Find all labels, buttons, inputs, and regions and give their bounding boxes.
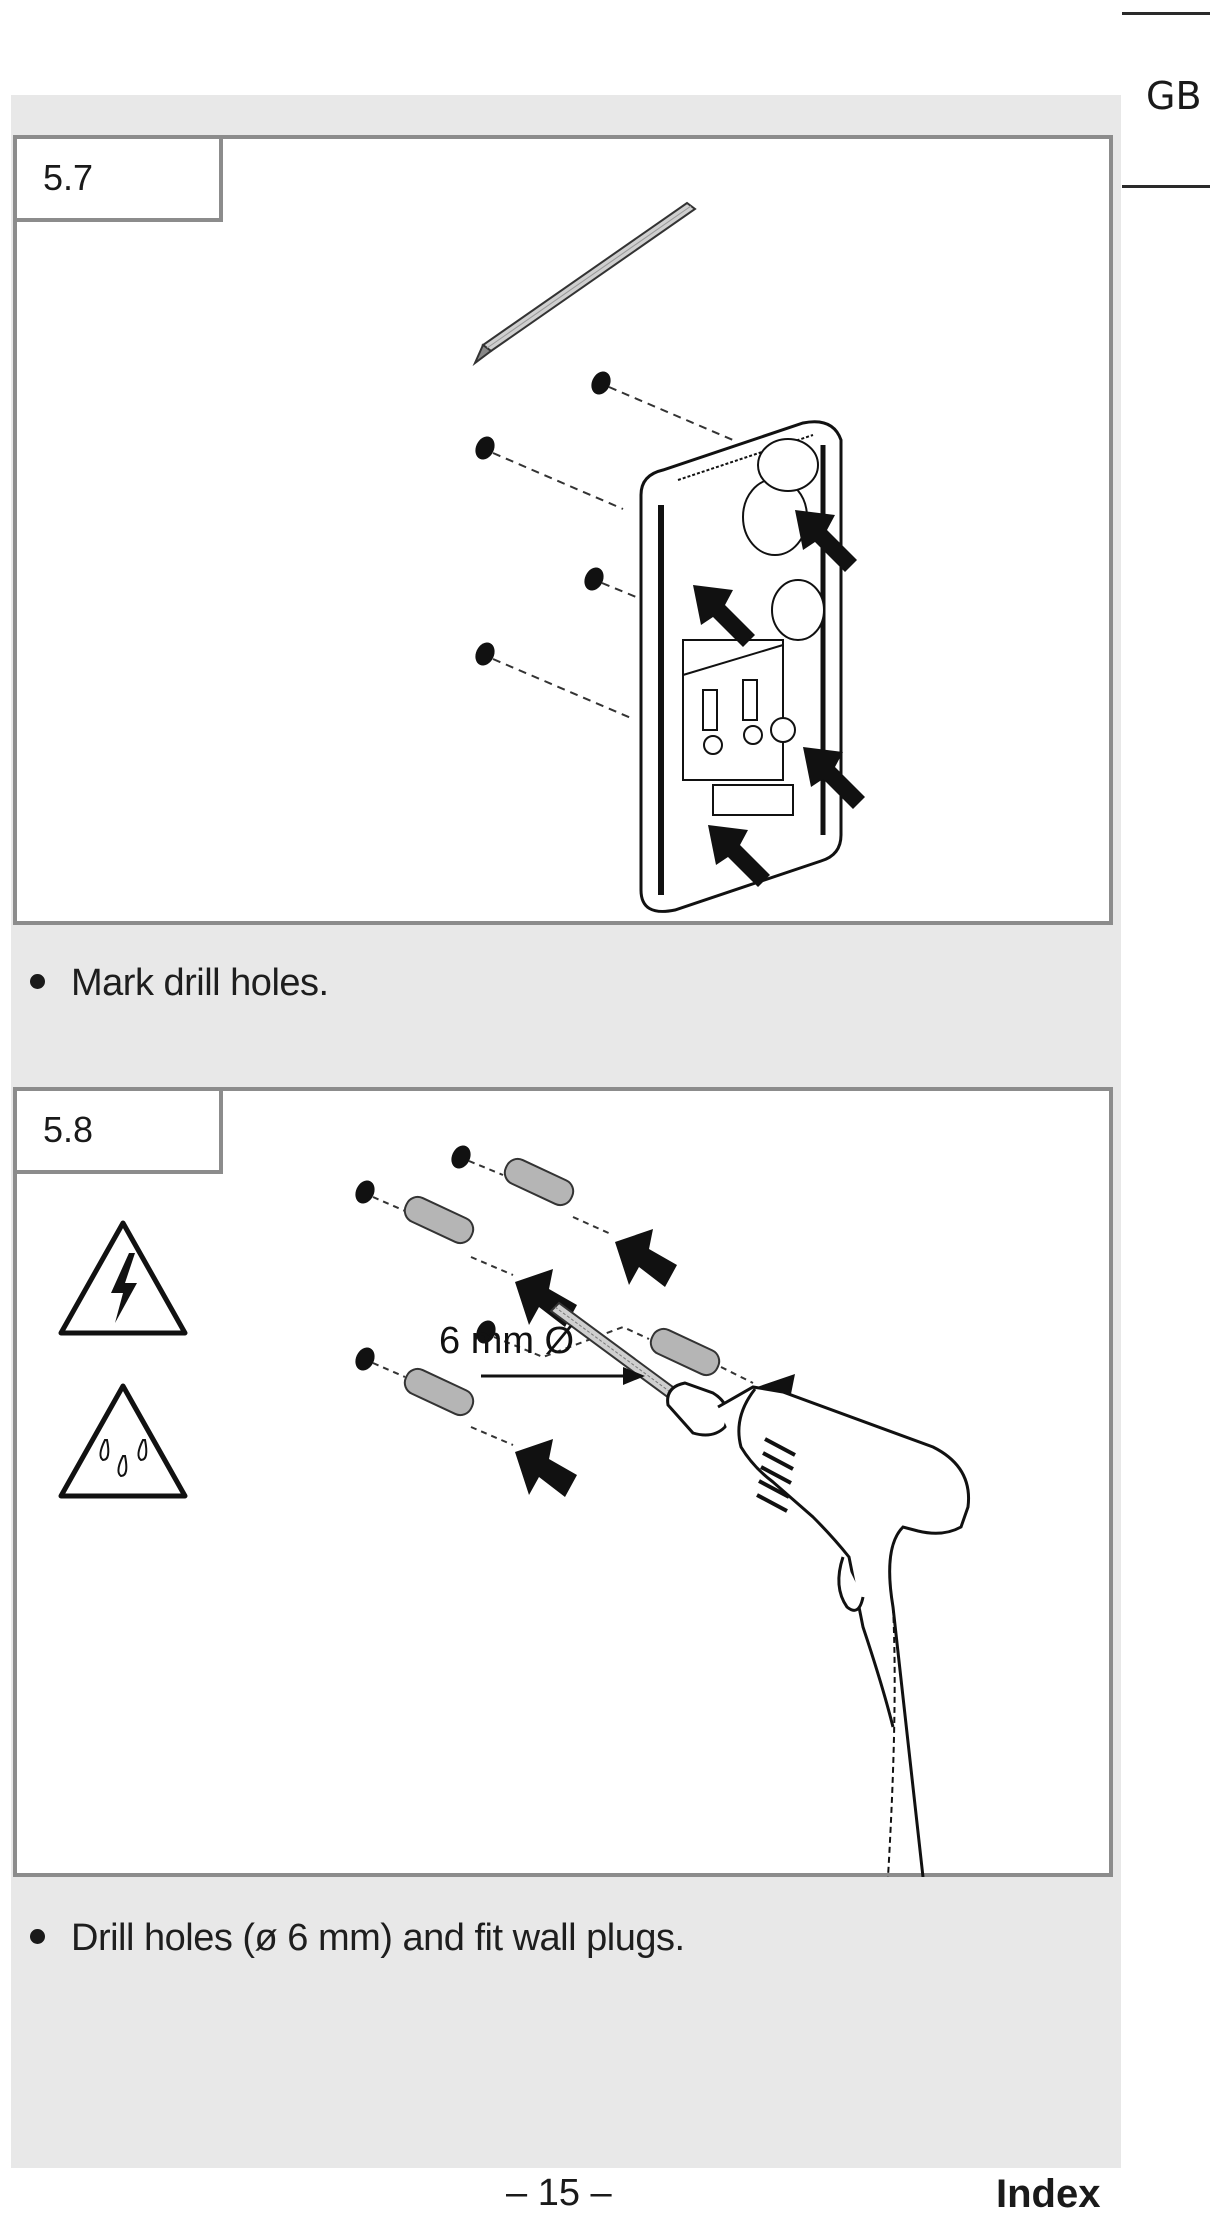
mounting-base — [639, 420, 843, 913]
step-5-8-figure: 5.8 — [13, 1087, 1113, 1877]
step-number: 5.7 — [43, 157, 94, 198]
pencil-icon — [472, 201, 697, 367]
electrical-hazard-icon — [58, 1220, 188, 1336]
dimension-label: 6 mm Ø — [439, 1320, 574, 1362]
drill-vents — [756, 1437, 796, 1513]
drill-illustration: 6 mm Ø — [355, 1145, 971, 1877]
step-number-box: 5.7 — [13, 135, 223, 222]
step-number: 5.8 — [43, 1109, 94, 1150]
arrow-icons — [693, 510, 865, 887]
tab-rule-top — [1122, 12, 1210, 15]
step-number-box: 5.8 — [13, 1087, 223, 1174]
water-hazard-icon — [58, 1383, 188, 1499]
step-5-7-instruction: Mark drill holes. — [30, 962, 329, 1005]
step-5-8-instruction: Drill holes (ø 6 mm) and fit wall plugs. — [30, 1917, 685, 1960]
language-tab: GB — [1146, 74, 1202, 118]
index-link[interactable]: Index — [996, 2172, 1101, 2216]
wall-plug-icons — [403, 1157, 721, 1417]
tab-rule-bottom — [1122, 185, 1210, 188]
bullet-icon — [30, 1929, 45, 1945]
mounting-base-illustration — [472, 201, 865, 913]
drill-hole-marks — [355, 1145, 496, 1371]
drill-hole-marks — [475, 371, 611, 666]
bullet-icon — [30, 974, 45, 990]
step-5-7-figure: 5.7 — [13, 135, 1113, 925]
page-number: – 15 – — [506, 2172, 612, 2214]
instruction-text: Mark drill holes. — [71, 962, 329, 1004]
instruction-text: Drill holes (ø 6 mm) and fit wall plugs. — [71, 1917, 685, 1959]
power-drill-icon — [666, 1381, 971, 1877]
